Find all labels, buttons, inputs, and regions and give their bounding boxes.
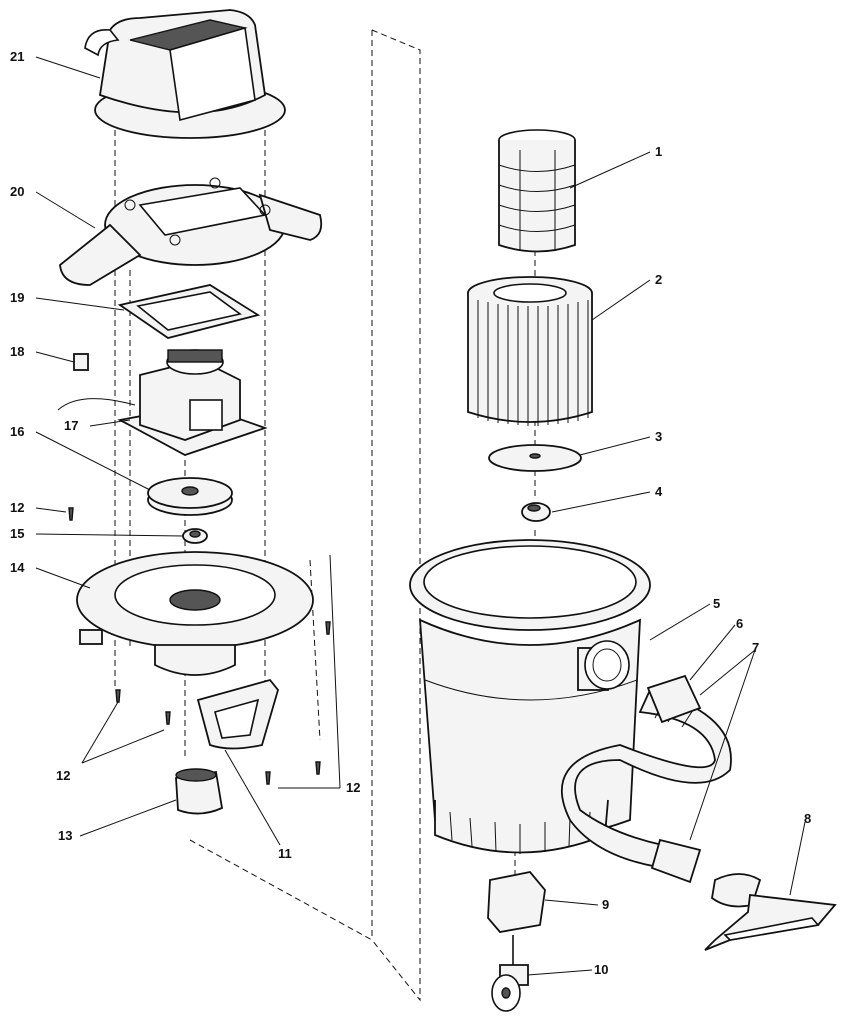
callout-1: 1	[655, 144, 662, 159]
part-10-caster	[491, 935, 529, 1012]
callout-20: 20	[10, 184, 24, 199]
callout-12-b: 12	[56, 768, 70, 783]
callout-labels: 21 20 19 18 17 16 12 15 14 12 12 13 11 1…	[10, 49, 811, 977]
callout-14: 14	[10, 560, 25, 575]
callout-12-c: 12	[346, 780, 360, 795]
part-15-nut	[182, 528, 208, 544]
leader-lines	[35, 56, 806, 976]
part-11-latch	[196, 678, 279, 750]
callout-15: 15	[10, 526, 24, 541]
callout-3: 3	[655, 429, 662, 444]
callout-12-a: 12	[10, 500, 24, 515]
callout-17: 17	[64, 418, 78, 433]
part-9-caster-base	[487, 871, 546, 933]
part-19-gasket	[117, 284, 261, 339]
screws-12	[68, 507, 331, 785]
part-6-hose-cuff	[646, 674, 702, 724]
callout-6: 6	[736, 616, 743, 631]
part-8-nozzle	[704, 873, 837, 951]
part-1-filter-cage	[498, 129, 576, 253]
callout-11: 11	[278, 846, 292, 861]
part-14-impeller-housing	[76, 551, 314, 676]
hose-end-cuff	[650, 838, 702, 884]
part-18-switch	[73, 353, 89, 371]
callout-8: 8	[804, 811, 811, 826]
callout-9: 9	[602, 897, 609, 912]
part-3-filter-plate	[488, 444, 582, 472]
callout-19: 19	[10, 290, 24, 305]
part-5-tank	[409, 539, 651, 854]
callout-16: 16	[10, 424, 24, 439]
part-21-motor-cover	[84, 9, 286, 139]
callout-5: 5	[713, 596, 720, 611]
part-2-cartridge-filter	[467, 276, 593, 426]
part-17-motor	[57, 349, 268, 456]
callout-4: 4	[655, 484, 663, 499]
callout-7: 7	[752, 640, 759, 655]
callout-2: 2	[655, 272, 662, 287]
callout-13: 13	[58, 828, 72, 843]
part-16-impeller	[147, 477, 233, 516]
callout-10: 10	[594, 962, 608, 977]
part-20-motor-housing	[59, 177, 323, 286]
part-13-foot	[175, 768, 224, 815]
callout-18: 18	[10, 344, 24, 359]
part-4-clip	[521, 502, 551, 522]
callout-21: 21	[10, 49, 24, 64]
